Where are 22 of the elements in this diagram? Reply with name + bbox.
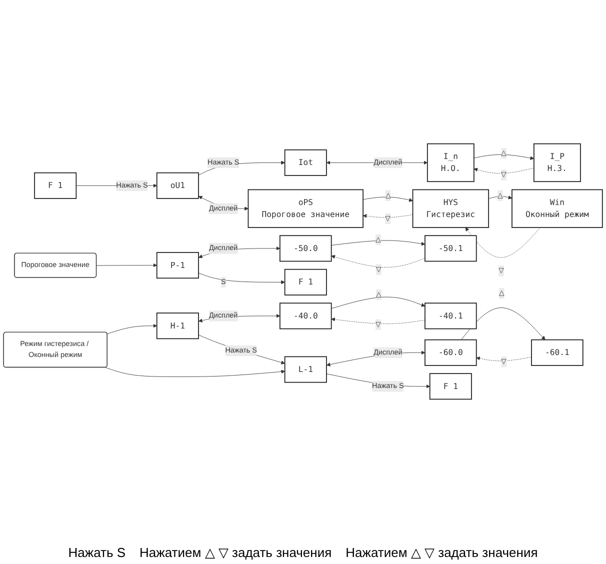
node-box: -60.0 [424, 339, 477, 366]
node-box: I_P Н.З. [533, 143, 581, 182]
node-box: P-1 [156, 252, 199, 279]
node-box: F 1 [284, 268, 327, 296]
node-box: I_n Н.О. [426, 143, 474, 182]
node-box: HYS Гистерезис [412, 189, 490, 228]
node-box: F 1 [34, 172, 77, 199]
node-box: -40.1 [424, 302, 477, 330]
node-box: Win Оконный режим [512, 189, 603, 228]
node-box: H-1 [156, 312, 199, 340]
instruction-text: Нажатием △ ▽ задать значения [346, 545, 538, 560]
instruction-text: Нажатием △ ▽ задать значения [140, 545, 332, 560]
node-box: -50.1 [424, 235, 477, 262]
node-box: Iot [284, 149, 327, 176]
instruction-text: Нажать S [68, 545, 126, 560]
node-box: oU1 [156, 172, 199, 199]
node-box: F 1 [429, 373, 472, 400]
node-box: L-1 [284, 356, 327, 383]
node-box: oPS Пороговое значение [248, 189, 364, 228]
node-box: -50.0 [280, 235, 332, 262]
node-box: -40.0 [280, 302, 332, 330]
node-box: -60.1 [531, 339, 584, 366]
